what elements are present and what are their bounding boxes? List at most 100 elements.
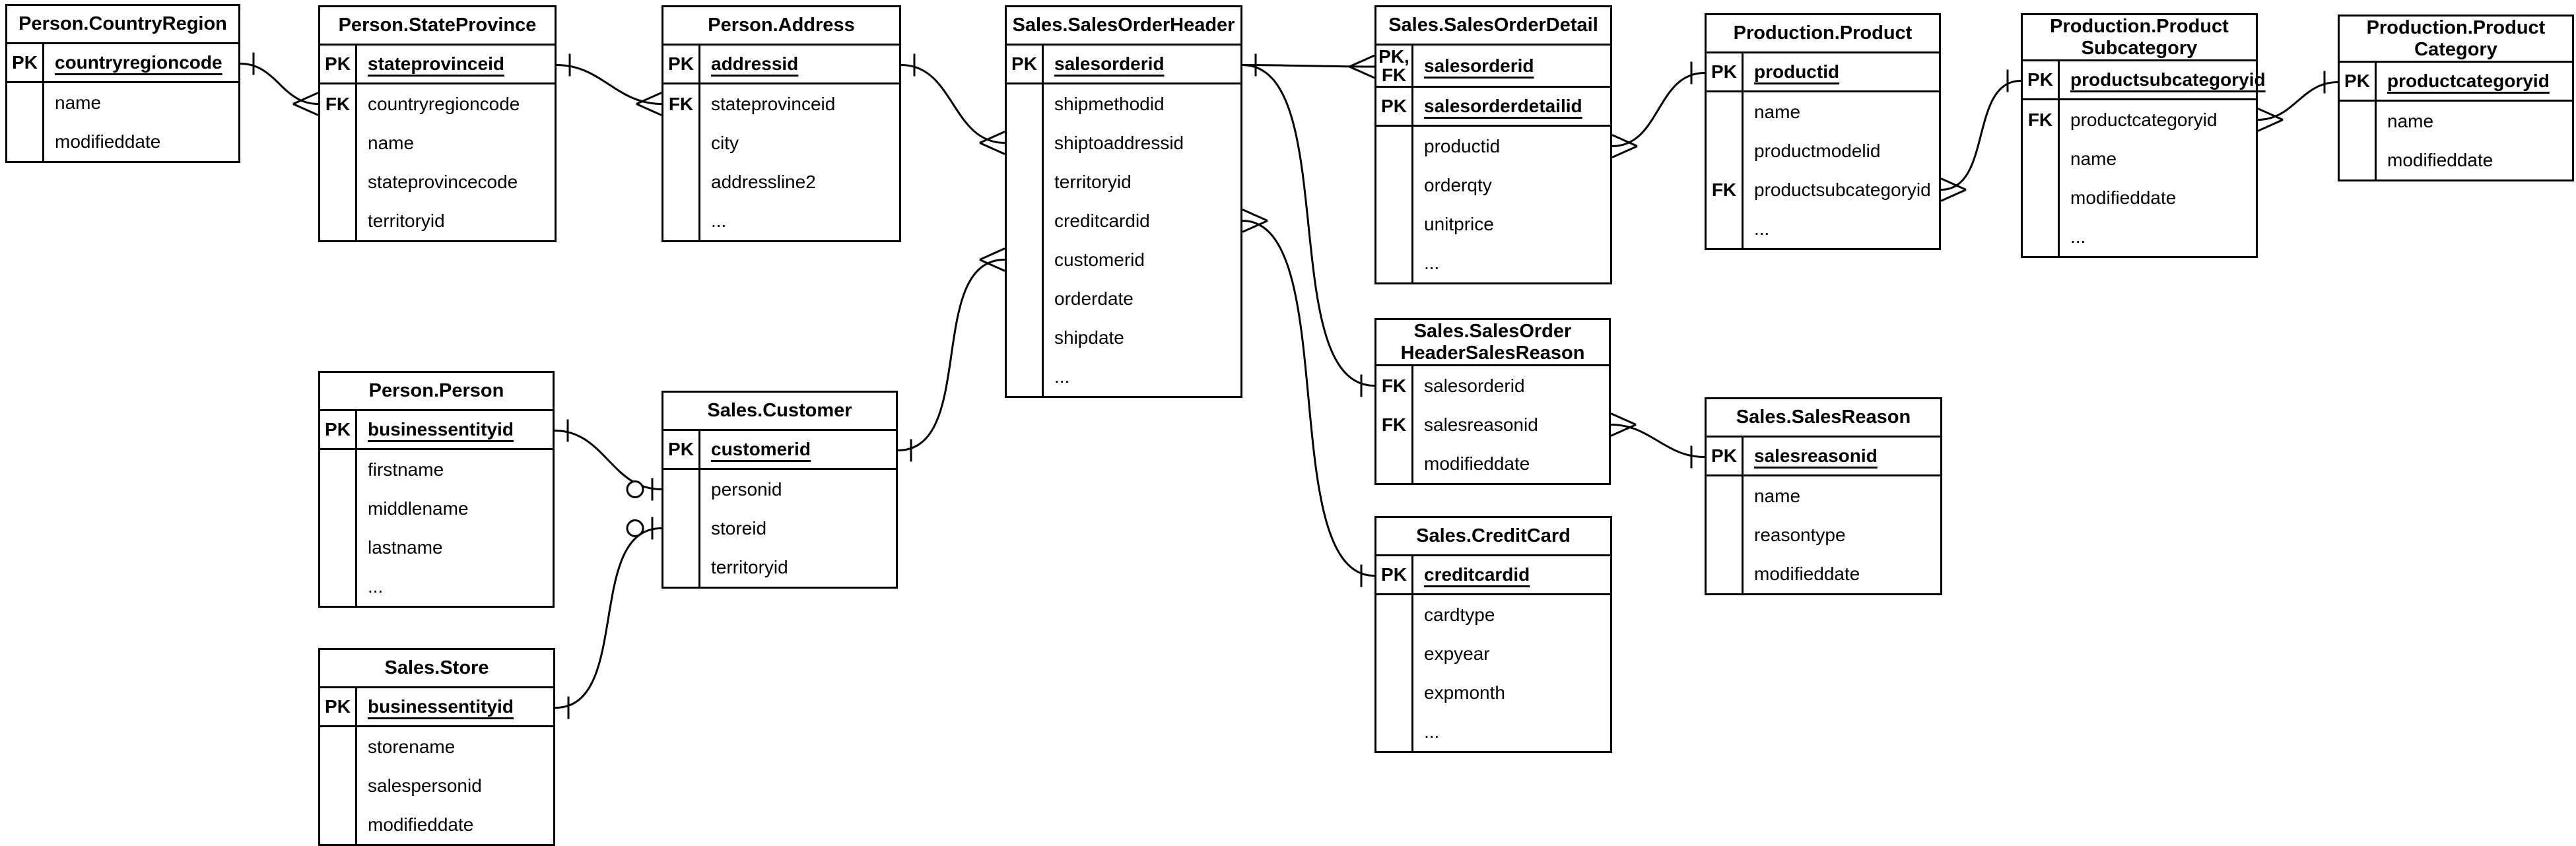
- key-label-empty: [320, 450, 357, 489]
- field-name: cardtype: [1413, 595, 1610, 634]
- field-name: stateprovincecode: [357, 162, 555, 201]
- body-row-modifieddate: modifieddate: [7, 122, 238, 161]
- field-name: shiptoaddressid: [1044, 123, 1240, 162]
- field-name: productsubcategoryid: [1744, 170, 1939, 209]
- field-name: ...: [1413, 244, 1610, 282]
- entity-title: Person.CountryRegion: [7, 6, 238, 44]
- body-row-expmonth: expmonth: [1376, 673, 1610, 712]
- body-row-orderqty: orderqty: [1376, 166, 1610, 205]
- field-text: productmodelid: [1754, 140, 1881, 161]
- rel-product-productsubcategory-from-crow-foot: [1940, 178, 1967, 202]
- field-name: name: [44, 83, 238, 122]
- body-row-...: ...: [1376, 244, 1610, 282]
- body-row-modifieddate: modifieddate: [1376, 444, 1609, 483]
- field-name: name: [1744, 92, 1939, 131]
- key-label-empty: [1376, 166, 1413, 205]
- field-name: firstname: [357, 450, 553, 489]
- key-label-empty: [1707, 92, 1744, 131]
- field-name: territoryid: [357, 201, 555, 240]
- rel-salesorderdetail-product-from-crow-foot: [1611, 134, 1638, 158]
- key-label-empty: [320, 162, 357, 201]
- body-row-customerid: customerid: [1007, 240, 1240, 279]
- body-row-name: name: [1707, 476, 1940, 515]
- field-name: lastname: [357, 528, 553, 567]
- body-row-reasontype: reasontype: [1707, 515, 1940, 554]
- pk-field-text: productcategoryid: [2387, 71, 2550, 91]
- key-label-empty: [1376, 205, 1413, 244]
- body-row-productmodelid: productmodelid: [1707, 131, 1939, 170]
- field-text: modifieddate: [55, 131, 161, 152]
- key-label-empty: [1376, 673, 1413, 712]
- field-text: expmonth: [1424, 682, 1505, 703]
- field-text: territoryid: [1054, 171, 1132, 192]
- pk-field-text: productsubcategoryid: [2070, 69, 2266, 90]
- field-name: productid: [1744, 53, 1939, 90]
- rel-customer-salesorderheader-to-crow-foot: [979, 247, 1005, 272]
- key-label-empty: [1007, 357, 1044, 396]
- key-label: PK: [320, 688, 357, 725]
- entity-title: Sales.CreditCard: [1376, 518, 1610, 556]
- key-label-empty: [1376, 634, 1413, 673]
- rel-salesorderheader-creditcard-from-crow-foot: [1242, 209, 1268, 233]
- body-row-shipmethodid: shipmethodid: [1007, 84, 1240, 123]
- body-row-city: city: [663, 123, 899, 162]
- pk-field-text: stateprovinceid: [368, 53, 504, 74]
- field-text: shipdate: [1054, 327, 1124, 348]
- field-name: middlename: [357, 489, 553, 528]
- field-name: expmonth: [1413, 673, 1610, 712]
- field-text: modifieddate: [2070, 187, 2177, 208]
- body-row-...: ...: [320, 567, 553, 606]
- field-text: ...: [711, 210, 727, 231]
- field-name: territoryid: [700, 548, 896, 587]
- entity-title: Person.StateProvince: [320, 7, 555, 46]
- pk-field-text: salesorderdetailid: [1424, 96, 1582, 116]
- entity-title: Production.Product: [1707, 15, 1939, 53]
- key-label-empty: [2340, 141, 2377, 179]
- field-name: orderdate: [1044, 279, 1240, 318]
- body-row-name: name: [2340, 102, 2572, 141]
- body-row-shipdate: shipdate: [1007, 318, 1240, 357]
- field-name: creditcardid: [1044, 201, 1240, 240]
- body-row-...: ...: [663, 201, 899, 240]
- rel-productsubcategory-productcategory-from-crow-foot: [2257, 108, 2284, 132]
- field-name: modifieddate: [2060, 178, 2256, 217]
- rel-countryregion-stateprovince-to-crow-foot: [292, 92, 319, 116]
- key-label-empty: [320, 805, 357, 844]
- field-name: creditcardid: [1413, 556, 1610, 593]
- key-label-empty: [320, 727, 357, 766]
- body-row-name: name: [1707, 92, 1939, 131]
- entity-title: Person.Address: [663, 7, 899, 46]
- fk-label: FK: [320, 84, 357, 123]
- field-name: modifieddate: [357, 805, 553, 844]
- body-row-storename: storename: [320, 727, 553, 766]
- key-label-empty: [663, 548, 700, 587]
- body-row-...: ...: [1007, 357, 1240, 396]
- entity-title: Production.Product Subcategory: [2023, 15, 2256, 61]
- key-label-empty: [320, 201, 357, 240]
- rel-salesorderheader-salesorderdetail-to-crow-foot: [1349, 54, 1375, 79]
- key-label-empty: [663, 470, 700, 509]
- key-label-empty: [7, 83, 44, 122]
- key-label-empty: [2340, 102, 2377, 141]
- body-row-expyear: expyear: [1376, 634, 1610, 673]
- field-text: stateprovincecode: [368, 171, 518, 192]
- field-name: shipmethodid: [1044, 84, 1240, 123]
- field-text: customerid: [1054, 249, 1145, 270]
- field-name: productcategoryid: [2377, 63, 2572, 100]
- field-name: salesorderdetailid: [1413, 88, 1610, 125]
- key-label: PK: [1376, 556, 1413, 593]
- field-text: name: [368, 132, 415, 153]
- body-row-name: name: [2023, 139, 2256, 178]
- key-label-empty: [1707, 476, 1744, 515]
- field-text: personid: [711, 478, 782, 500]
- field-name: shipdate: [1044, 318, 1240, 357]
